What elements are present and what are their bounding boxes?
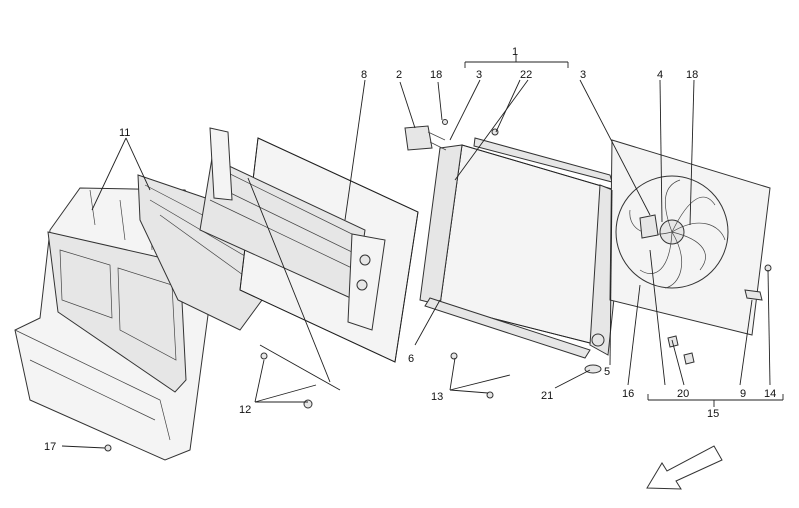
label-3-right: 3: [580, 69, 586, 81]
condenser: [199, 127, 419, 363]
label-6: 6: [408, 353, 414, 365]
label-15: 15: [707, 408, 719, 420]
label-18-right: 18: [686, 69, 698, 81]
label-1: 1: [512, 46, 518, 58]
part-labels: 1 2 18 3 22 3 4 18 8 11 6 5 16 20 9 14 1…: [44, 46, 776, 453]
label-18-top: 18: [430, 69, 442, 81]
label-11: 11: [119, 127, 130, 139]
label-5: 5: [604, 366, 610, 378]
radiator: [419, 137, 626, 359]
label-14: 14: [764, 388, 776, 400]
label-13: 13: [431, 391, 443, 403]
label-22: 22: [520, 69, 532, 81]
label-16: 16: [622, 388, 634, 400]
label-20: 20: [677, 388, 689, 400]
label-12: 12: [239, 404, 251, 416]
cooling-fan-assembly: [609, 139, 772, 365]
label-17: 17: [44, 441, 56, 453]
label-4: 4: [657, 69, 663, 81]
arrow-down-left-icon: [646, 445, 723, 490]
label-8: 8: [361, 69, 367, 81]
label-2: 2: [396, 69, 402, 81]
leader-lines: [61, 55, 784, 449]
control-module: [404, 119, 448, 151]
label-3-left: 3: [476, 69, 482, 81]
label-21: 21: [541, 390, 553, 402]
label-9: 9: [740, 388, 746, 400]
